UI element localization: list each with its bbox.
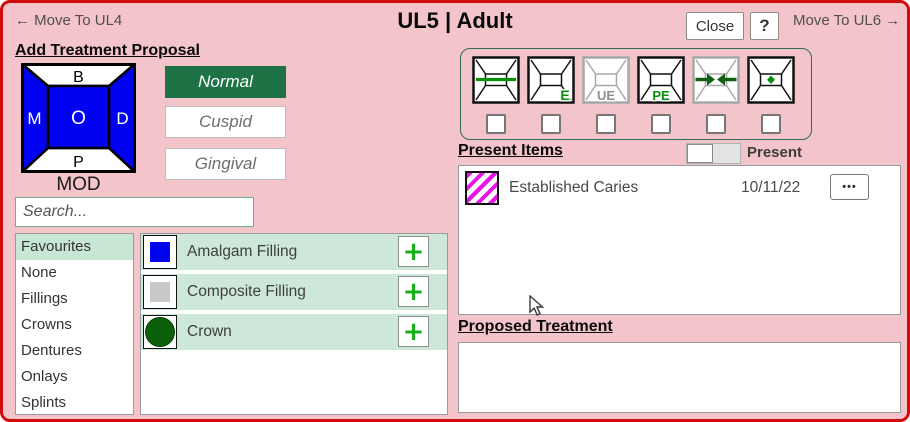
partially-erupted-label: PE — [652, 88, 670, 103]
unerupted-checkbox[interactable] — [596, 114, 616, 134]
help-button[interactable]: ? — [750, 12, 779, 40]
mouse-cursor-icon — [529, 295, 545, 316]
close-button[interactable]: Close — [686, 12, 744, 40]
move-to-ul4-link[interactable]: ← Move To UL4 — [15, 12, 123, 29]
treatment-row-amalgam[interactable]: Amalgam Filling + — [141, 234, 447, 270]
crown-icon — [143, 315, 177, 349]
amalgam-filling-icon — [143, 235, 177, 269]
present-item-date: 10/11/22 — [741, 179, 801, 196]
unerupted-label: UE — [597, 88, 615, 103]
established-caries-icon — [465, 171, 499, 205]
category-list: Favourites None Fillings Crowns Dentures… — [15, 233, 134, 415]
mode-button-gingival[interactable]: Gingival — [165, 148, 286, 180]
present-item-row[interactable]: Established Caries 10/11/22 ••• — [459, 166, 900, 212]
present-toggle-label: Present — [747, 144, 803, 161]
unerupted-tooth-icon[interactable]: UE — [582, 56, 630, 104]
add-treatment-proposal-heading: Add Treatment Proposal — [15, 42, 200, 59]
partially-erupted-checkbox[interactable] — [651, 114, 671, 134]
surface-label-d: D — [116, 109, 128, 128]
extracted-tooth-icon[interactable] — [472, 56, 520, 104]
item-options-button[interactable]: ••• — [830, 174, 869, 200]
toggle-knob — [687, 144, 713, 163]
treatment-label: Composite Filling — [187, 283, 306, 300]
page-title: UL5 | Adult — [397, 8, 513, 33]
category-item-fillings[interactable]: Fillings — [21, 290, 68, 307]
selected-surfaces-caption: MOD — [56, 174, 101, 195]
surface-label-o: O — [71, 108, 86, 129]
close-gap-tooth-icon[interactable] — [692, 56, 740, 104]
present-items-panel: Established Caries 10/11/22 ••• — [458, 165, 901, 315]
watch-tooth-icon[interactable] — [747, 56, 795, 104]
add-crown-button[interactable]: + — [398, 316, 429, 347]
present-items-heading: Present Items — [458, 142, 563, 159]
treatment-label: Amalgam Filling — [187, 243, 298, 260]
watch-checkbox[interactable] — [761, 114, 781, 134]
treatment-label: Crown — [187, 323, 232, 340]
extracted-checkbox[interactable] — [486, 114, 506, 134]
category-item-none[interactable]: None — [21, 264, 57, 281]
treatment-row-crown[interactable]: Crown + — [141, 314, 447, 350]
partially-erupted-tooth-icon[interactable]: PE — [637, 56, 685, 104]
treatment-list: Amalgam Filling + Composite Filling + Cr… — [140, 233, 448, 415]
mode-button-normal[interactable]: Normal — [165, 66, 286, 98]
composite-filling-icon — [143, 275, 177, 309]
add-composite-button[interactable]: + — [398, 276, 429, 307]
category-item-onlays[interactable]: Onlays — [21, 368, 68, 385]
close-gap-checkbox[interactable] — [706, 114, 726, 134]
erupted-tooth-icon[interactable]: E — [527, 56, 575, 104]
tooth-state-panel: E UE PE — [460, 48, 812, 140]
tooth-surface-occlusal[interactable] — [46, 84, 111, 150]
move-to-ul6-link[interactable]: Move To UL6 → — [793, 12, 901, 29]
search-input[interactable] — [15, 197, 254, 227]
tooth-surface-diagram[interactable]: B M O D P — [21, 63, 136, 173]
mode-button-cuspid[interactable]: Cuspid — [165, 106, 286, 138]
category-item-favourites[interactable]: Favourites — [16, 234, 133, 260]
surface-label-b: B — [73, 69, 84, 86]
present-item-label: Established Caries — [509, 179, 639, 196]
treatment-row-composite[interactable]: Composite Filling + — [141, 274, 447, 310]
category-item-dentures[interactable]: Dentures — [21, 342, 82, 359]
surface-label-p: P — [73, 154, 84, 171]
erupted-checkbox[interactable] — [541, 114, 561, 134]
proposed-treatment-heading: Proposed Treatment — [458, 318, 613, 335]
diamond-icon — [767, 75, 775, 84]
present-toggle[interactable] — [686, 143, 741, 164]
add-amalgam-button[interactable]: + — [398, 236, 429, 267]
proposed-treatment-panel — [458, 342, 901, 413]
erupted-label: E — [560, 87, 569, 103]
category-item-crowns[interactable]: Crowns — [21, 316, 72, 333]
surface-label-m: M — [27, 109, 41, 128]
category-item-splints[interactable]: Splints — [21, 394, 67, 411]
